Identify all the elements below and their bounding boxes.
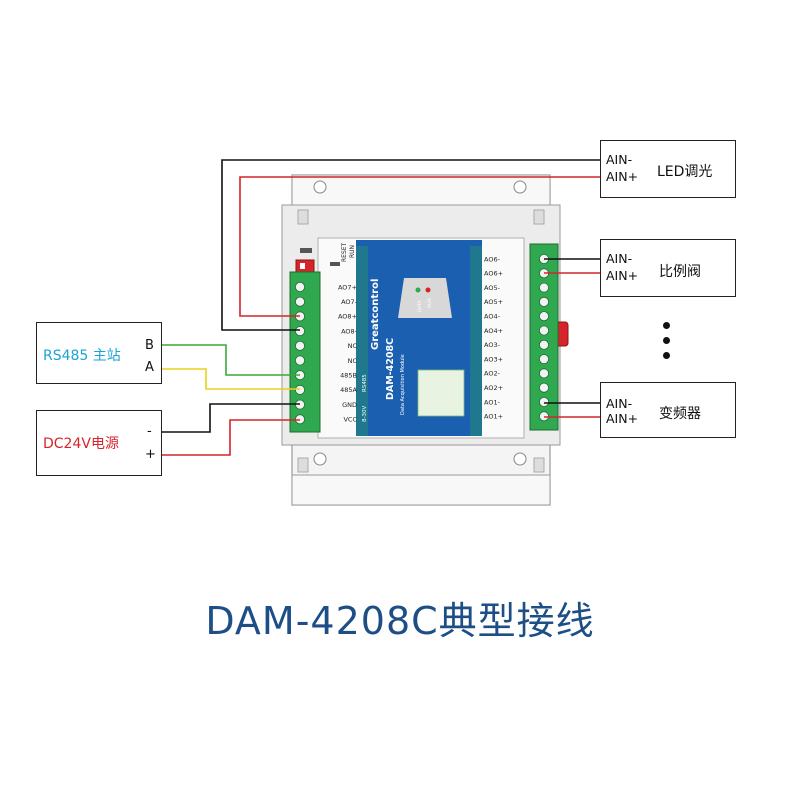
terminal-label: AO1+ [484, 413, 503, 421]
power-range-label: 8-30V [362, 406, 368, 422]
module-body [295, 237, 569, 439]
module-subtitle: Data Acquisition Module [400, 354, 406, 415]
device-pin-minus: AIN- [606, 251, 633, 266]
page-title: DAM-4208C典型接线 [205, 599, 595, 643]
more-devices-ellipsis [662, 322, 672, 367]
terminal-label: 485B [340, 372, 357, 380]
terminal-screw [294, 384, 305, 395]
device-pin-minus: AIN- [606, 396, 633, 411]
rs485-master-box: RS485 主站 B A [36, 322, 162, 384]
device-box-vfd: AIN- AIN+ 变频器 [600, 382, 736, 438]
run-led [425, 287, 431, 293]
terminal-screw [539, 368, 550, 379]
terminal-screw [539, 296, 550, 307]
terminal-label: AO2- [484, 370, 501, 378]
power-label: DC24V电源 [43, 436, 119, 452]
device-pin-plus: AIN+ [606, 411, 639, 426]
power-plus: + [145, 447, 156, 462]
terminal-label: AO6- [484, 255, 501, 263]
terminal-label: AO3+ [484, 355, 503, 363]
device-pin-plus: AIN+ [606, 268, 639, 283]
rs485-master-label: RS485 主站 [43, 348, 121, 364]
terminal-label: AO8- [341, 327, 358, 335]
data-led [415, 287, 421, 293]
dc24v-power-box: DC24V电源 - + [36, 410, 162, 476]
left-terminal-block: AO7+ AO7- AO8+ AO8- NC NC 485B 485A GND VCC [289, 271, 358, 433]
terminal-label: AO4+ [484, 327, 503, 335]
device-name: LED调光 [657, 164, 713, 180]
terminal-label: AO5+ [484, 298, 503, 306]
terminal-screw [294, 281, 305, 292]
terminal-screw [539, 311, 550, 322]
device-box-led: AIN- AIN+ LED调光 [600, 140, 736, 198]
wires [160, 159, 602, 456]
run-led-label: RUN [427, 298, 433, 308]
terminal-label: AO7+ [338, 283, 357, 291]
power-minus: - [147, 424, 152, 439]
terminal-screw [539, 354, 550, 365]
run-label: RUN [349, 245, 356, 258]
mount-hole [513, 452, 527, 466]
terminal-label: AO5- [484, 284, 501, 292]
module-brand: Greatcontrol [370, 279, 381, 350]
rs485-label: RS485 [362, 374, 368, 392]
device-pin-minus: AIN- [606, 152, 633, 167]
terminal-label: GND [342, 401, 357, 409]
terminal-label: AO3- [484, 341, 501, 349]
device-pin-plus: AIN+ [606, 169, 639, 184]
device-box-valve: AIN- AIN+ 比例阀 [600, 239, 736, 297]
terminal-screw [294, 296, 305, 307]
right-terminal-block: AO6- AO6+ AO5- AO5+ AO4- AO4+ AO3- AO3+ AO2- AO2+… [484, 243, 559, 431]
wire-vcc [160, 419, 300, 456]
terminal-label: AO1- [484, 398, 501, 406]
rs485-pin-b: B [145, 338, 154, 353]
terminal-label: VCC [343, 416, 357, 424]
mount-hole [313, 452, 327, 466]
rs485-pin-a: A [145, 360, 154, 375]
terminal-screw [294, 355, 305, 366]
module-model: DAM-4208C [385, 338, 396, 400]
terminal-screw [294, 340, 305, 351]
terminal-screw [539, 396, 550, 407]
mount-hole [513, 180, 527, 194]
wire-gnd [160, 403, 300, 433]
terminal-label: AO4- [484, 313, 501, 321]
device-name: 比例阀 [659, 264, 701, 280]
terminal-label: AO7- [341, 298, 358, 306]
terminal-screw [294, 326, 305, 337]
terminal-screw [539, 382, 550, 393]
terminal-label: AO2+ [484, 384, 503, 392]
wire-led-minus [221, 159, 602, 331]
terminal-screw [539, 282, 550, 293]
terminal-label: AO6+ [484, 270, 503, 278]
terminal-label: AO8+ [338, 313, 357, 321]
device-name: 变频器 [659, 406, 701, 422]
wire-485a [160, 368, 300, 390]
terminal-screw [539, 339, 550, 350]
terminal-label: NC [348, 342, 358, 350]
reset-label: RESET [341, 242, 348, 262]
wire-led-plus [239, 176, 602, 317]
wire-485b [160, 344, 300, 376]
terminal-label: 485A [340, 386, 357, 394]
data-led-label: DATA [417, 299, 423, 312]
terminal-label: NC [348, 357, 358, 365]
terminal-screw [539, 325, 550, 336]
mount-hole [313, 180, 327, 194]
